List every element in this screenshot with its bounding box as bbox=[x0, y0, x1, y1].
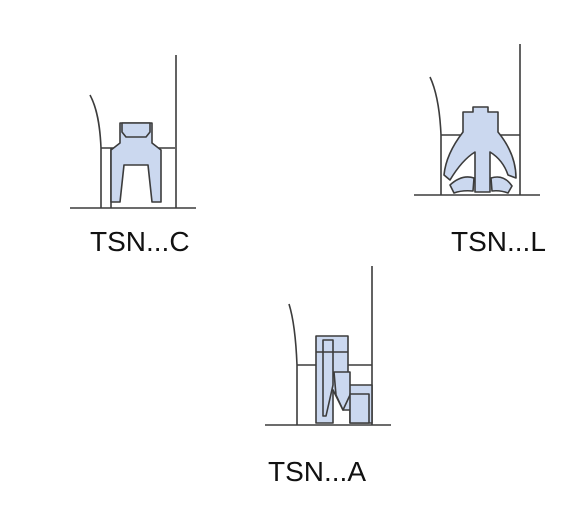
housing-curve bbox=[429, 76, 442, 136]
seal-lip-a bbox=[333, 371, 351, 411]
housing-curve bbox=[89, 94, 102, 149]
seal-body-l bbox=[443, 106, 517, 193]
seal-lip-left bbox=[449, 176, 475, 194]
housing-curve bbox=[288, 303, 298, 366]
seal-profile-tsn-l bbox=[414, 44, 540, 196]
seal-profile-tsn-c bbox=[70, 55, 196, 209]
seal-label-tsn-c: TSN...C bbox=[90, 226, 190, 257]
seal-label-tsn-a: TSN...A bbox=[268, 456, 367, 487]
seal-profile-tsn-a bbox=[265, 266, 391, 426]
seal-label-tsn-l: TSN...L bbox=[451, 226, 546, 257]
seal-cap-c bbox=[121, 122, 151, 138]
seal-lip-right bbox=[490, 176, 513, 194]
seal-insert-strip bbox=[322, 339, 334, 417]
seal-base-block bbox=[349, 393, 370, 424]
seal-body-c bbox=[110, 122, 162, 203]
